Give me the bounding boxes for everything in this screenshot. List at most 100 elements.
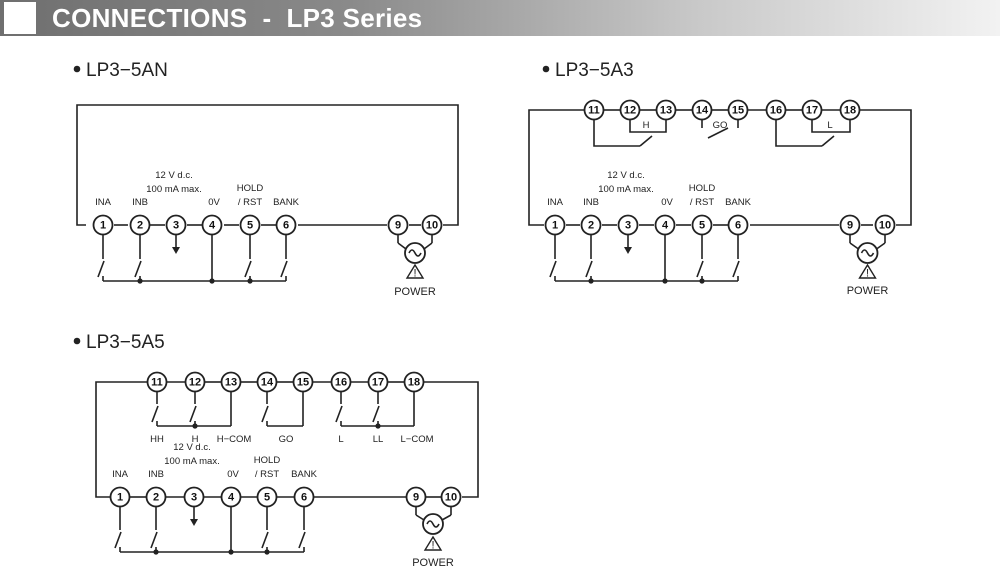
junction-dot bbox=[662, 278, 668, 284]
wire bbox=[261, 531, 269, 549]
ac-wave-icon bbox=[426, 520, 440, 528]
terminal-6 bbox=[275, 214, 297, 236]
label-supply-current: 100 mA max. bbox=[598, 184, 653, 195]
terminal-11-number: 11 bbox=[151, 377, 163, 389]
wire bbox=[441, 514, 452, 521]
wire bbox=[811, 120, 851, 133]
terminal-5-number: 5 bbox=[264, 492, 270, 504]
terminal-3 bbox=[617, 214, 639, 236]
bullet-icon bbox=[73, 65, 81, 73]
terminal-16 bbox=[330, 371, 352, 393]
terminal-17 bbox=[801, 99, 823, 121]
label-rst: / RST bbox=[690, 197, 714, 208]
terminal-5-number: 5 bbox=[699, 220, 705, 232]
wire bbox=[261, 405, 269, 423]
terminal-14-number: 14 bbox=[261, 377, 274, 389]
terminal-4-number: 4 bbox=[662, 220, 669, 232]
label-rst: / RST bbox=[255, 469, 279, 480]
terminal-18-number: 18 bbox=[844, 105, 856, 117]
terminal-1 bbox=[544, 214, 566, 236]
terminal-13 bbox=[655, 99, 677, 121]
output-arrow-icon bbox=[172, 247, 180, 254]
label-supply-current: 100 mA max. bbox=[146, 184, 201, 195]
terminal-5 bbox=[256, 486, 278, 508]
terminal-4 bbox=[654, 214, 676, 236]
wire bbox=[696, 260, 704, 278]
label-ina: INA bbox=[95, 197, 112, 208]
output-arrow-icon bbox=[190, 519, 198, 526]
terminal-9-number: 9 bbox=[413, 492, 419, 504]
terminal-2 bbox=[145, 486, 167, 508]
label-hold: HOLD bbox=[689, 183, 716, 194]
model-name-lp3-5an: LP3−5AN bbox=[86, 60, 168, 81]
warning-icon bbox=[858, 263, 877, 279]
terminal-2 bbox=[580, 214, 602, 236]
terminal-15-number: 15 bbox=[297, 377, 309, 389]
terminal-1 bbox=[92, 214, 114, 236]
terminal-11 bbox=[146, 371, 168, 393]
wire bbox=[549, 260, 557, 278]
terminal-6-number: 6 bbox=[301, 492, 307, 504]
terminal-18 bbox=[403, 371, 425, 393]
wire bbox=[528, 109, 584, 226]
terminal-12 bbox=[184, 371, 206, 393]
terminal-4 bbox=[201, 214, 223, 236]
terminal-6-number: 6 bbox=[735, 220, 741, 232]
terminal-4 bbox=[220, 486, 242, 508]
junction-dot bbox=[153, 549, 159, 555]
terminal-1-number: 1 bbox=[117, 492, 123, 504]
wire bbox=[415, 514, 425, 521]
terminal-14-number: 14 bbox=[696, 105, 709, 117]
bullet-icon bbox=[73, 337, 81, 345]
terminal-3-number: 3 bbox=[191, 492, 197, 504]
junction-dot bbox=[699, 278, 705, 284]
label-hold: HOLD bbox=[254, 455, 281, 466]
model-name-lp3-5a3: LP3−5A3 bbox=[555, 60, 634, 81]
label-bank: BANK bbox=[291, 469, 318, 480]
wire bbox=[280, 260, 288, 278]
terminal-11 bbox=[583, 99, 605, 121]
wire bbox=[97, 260, 105, 278]
wire bbox=[335, 405, 343, 423]
wire bbox=[151, 405, 159, 423]
terminal-12 bbox=[619, 99, 641, 121]
wire bbox=[849, 242, 859, 250]
junction-dot bbox=[228, 549, 234, 555]
wire bbox=[424, 381, 479, 498]
junction-dot bbox=[264, 549, 270, 555]
terminal-3-number: 3 bbox=[173, 220, 179, 232]
terminal-15 bbox=[727, 99, 749, 121]
label-relay-h: H bbox=[643, 120, 650, 131]
power-label: POWER bbox=[412, 557, 454, 569]
terminal-1-number: 1 bbox=[552, 220, 558, 232]
model-name-lp3-5a5: LP3−5A5 bbox=[86, 332, 165, 353]
terminal-18-number: 18 bbox=[408, 377, 420, 389]
wire bbox=[707, 127, 729, 139]
label-relay-l: L bbox=[827, 120, 832, 131]
page-title: CONNECTIONS - LP3 Series bbox=[52, 3, 423, 33]
terminal-17-number: 17 bbox=[372, 377, 384, 389]
label-out-l: L bbox=[338, 434, 343, 445]
warning-mark: ! bbox=[413, 268, 416, 280]
label-bank: BANK bbox=[725, 197, 752, 208]
terminal-3-number: 3 bbox=[625, 220, 631, 232]
label-relay-go: GO bbox=[713, 120, 728, 131]
terminal-16-number: 16 bbox=[770, 105, 782, 117]
label-rst: / RST bbox=[238, 197, 262, 208]
junction-dot bbox=[375, 423, 381, 429]
label-supply-voltage: 12 V d.c. bbox=[173, 442, 211, 453]
terminal-10-number: 10 bbox=[879, 220, 891, 232]
terminal-16-number: 16 bbox=[335, 377, 347, 389]
wire bbox=[860, 109, 912, 226]
terminal-5 bbox=[691, 214, 713, 236]
label-supply-current: 100 mA max. bbox=[164, 456, 219, 467]
terminal-14 bbox=[256, 371, 278, 393]
wire bbox=[150, 531, 158, 549]
power-label: POWER bbox=[847, 285, 889, 297]
terminal-16 bbox=[765, 99, 787, 121]
ac-wave-icon bbox=[860, 249, 875, 257]
